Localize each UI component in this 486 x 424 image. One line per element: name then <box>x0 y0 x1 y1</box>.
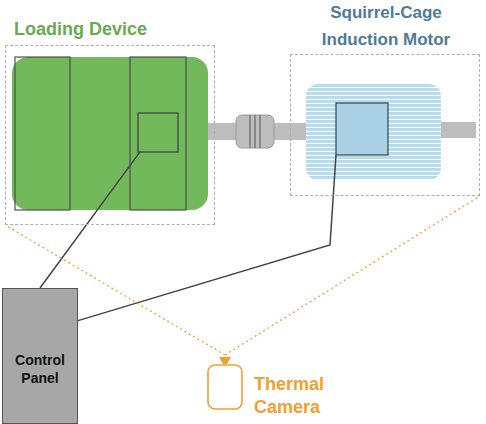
loading-band <box>130 57 186 210</box>
view-line <box>225 196 480 355</box>
motor-region: Squirrel-Cage Induction Motor <box>290 54 480 196</box>
motor-shaft <box>438 122 476 138</box>
motor-terminal-box <box>336 103 388 155</box>
shaft <box>208 123 238 140</box>
motor-body <box>306 84 441 180</box>
loading-body <box>12 57 208 210</box>
loading-band <box>15 57 70 210</box>
coupling-ring <box>259 115 261 148</box>
signal-wire <box>40 152 140 288</box>
heading: Thermal Camera <box>254 373 354 418</box>
terminal-box <box>138 113 178 152</box>
thermal-camera: Thermal Camera <box>206 355 244 411</box>
heading: Squirrel-Cage Induction Motor <box>291 0 481 53</box>
coupling-ring <box>249 115 251 148</box>
control-panel-box: Control Panel <box>2 288 78 424</box>
coupling <box>236 115 274 148</box>
loading-device-region: Loading Device <box>5 45 215 225</box>
camera-outline <box>206 355 244 411</box>
coupling-ring <box>254 115 256 148</box>
heading: Loading Device <box>14 16 214 44</box>
box-label: Control Panel <box>3 351 77 387</box>
signal-wire <box>78 155 336 321</box>
